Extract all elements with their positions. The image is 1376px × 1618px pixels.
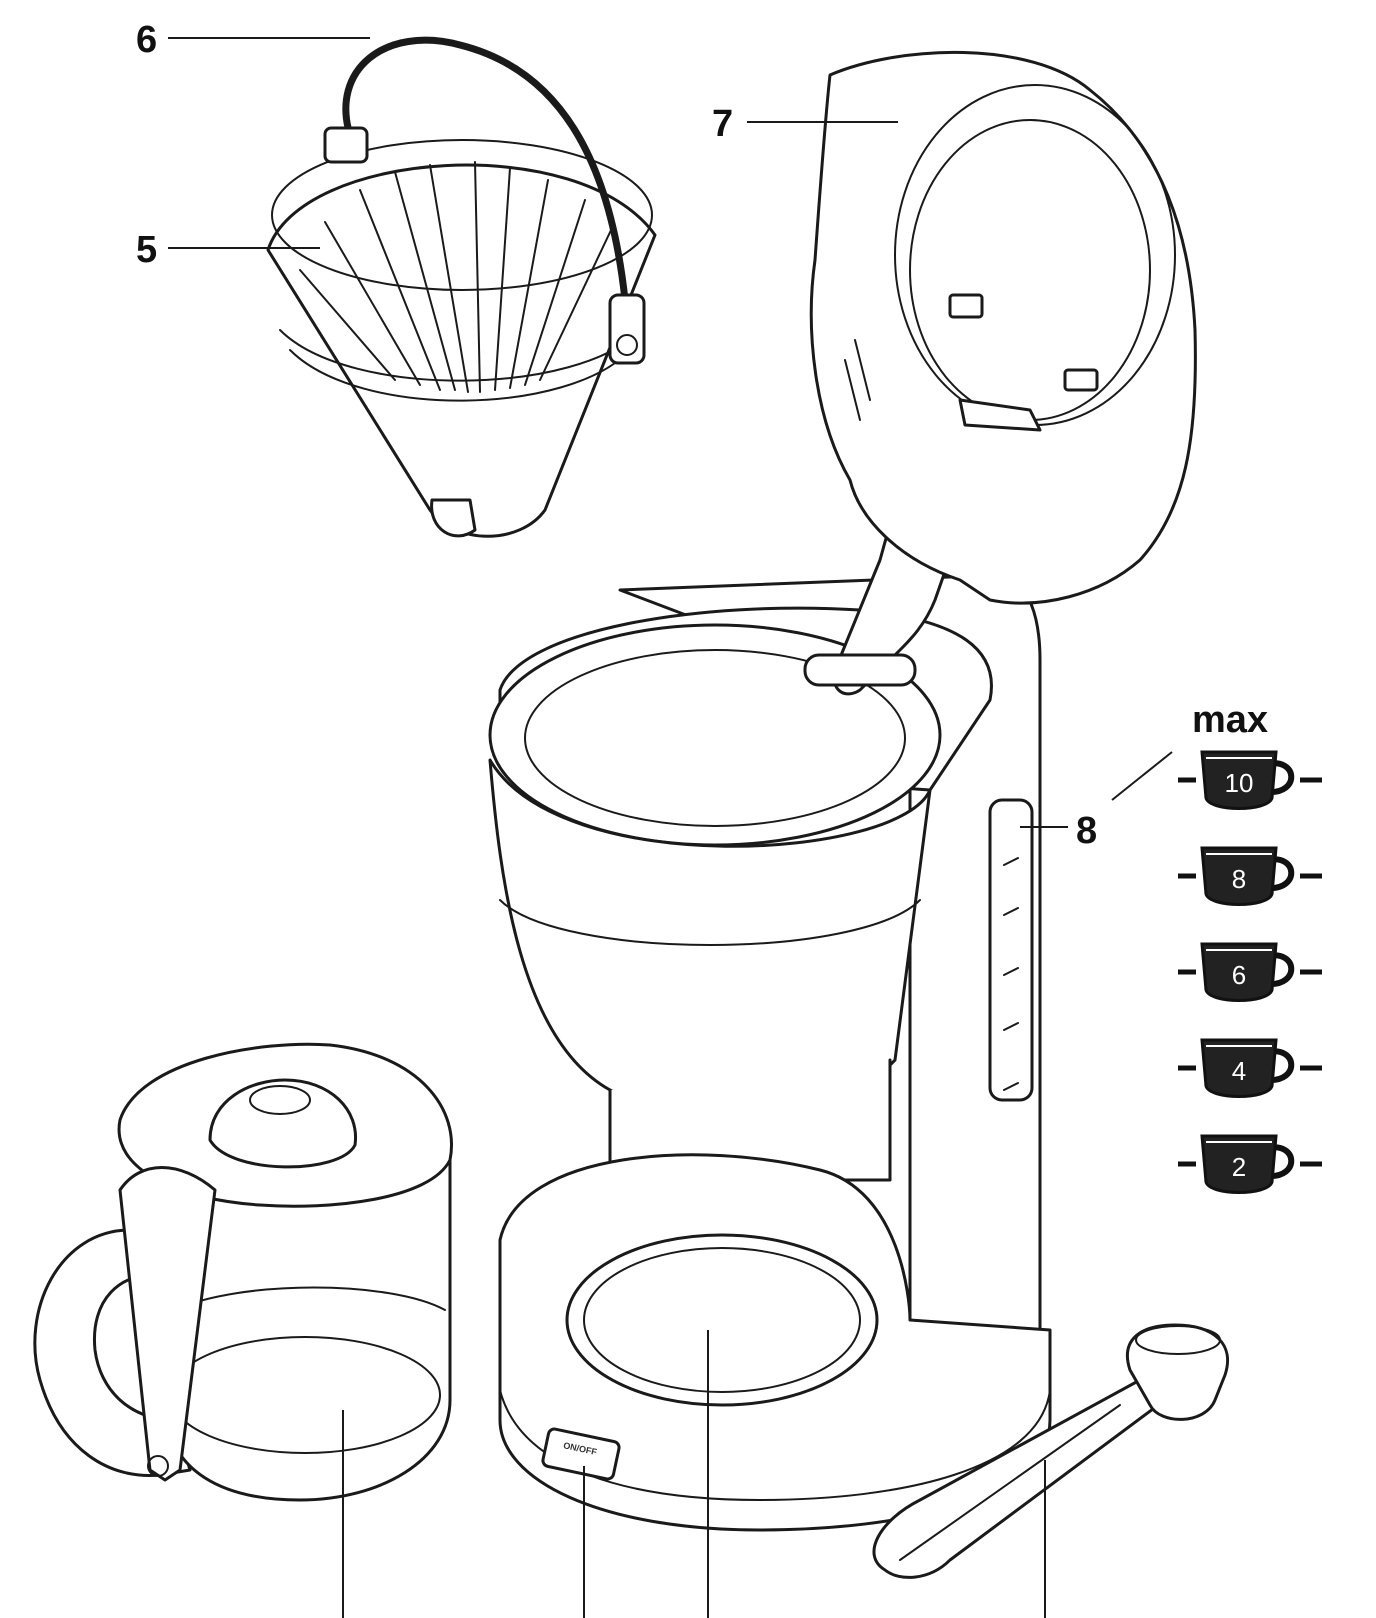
callout-7: 7 [712,103,733,145]
filter-holder [266,139,657,538]
glass-jug [33,1042,453,1502]
leader-line-8-scale [1111,751,1173,801]
water-level-cup-8: 8 [1178,846,1322,906]
water-level-window [988,798,1034,1102]
water-level-cup-number: 10 [1225,768,1254,798]
callout-6: 6 [136,19,157,61]
water-window-marks [1003,857,1019,1091]
water-level-cup-scale: 10 8 6 4 2 [1178,750,1322,1194]
water-level-cup-number: 2 [1232,1152,1246,1182]
lid [809,50,1197,605]
callout-8: 8 [1076,810,1097,852]
water-level-cup-number: 8 [1232,864,1246,894]
filter-handle [323,36,646,365]
measuring-spoon [872,1323,1229,1579]
callout-5: 5 [136,229,157,271]
water-level-cup-10: 10 [1178,750,1322,810]
water-level-cup-4: 4 [1178,1038,1322,1098]
filter-ribs [299,161,613,393]
leader-lines [168,37,1173,1618]
water-scale-max-label: max [1192,699,1268,741]
warming-plate [565,1233,879,1407]
coffee-maker-body: ON/OFF [488,573,1052,1532]
water-level-cup-number: 6 [1232,960,1246,990]
water-level-cup-number: 4 [1232,1056,1246,1086]
water-level-cup-2: 2 [1178,1134,1322,1194]
on-off-switch [541,1427,621,1481]
water-level-cup-6: 6 [1178,942,1322,1002]
